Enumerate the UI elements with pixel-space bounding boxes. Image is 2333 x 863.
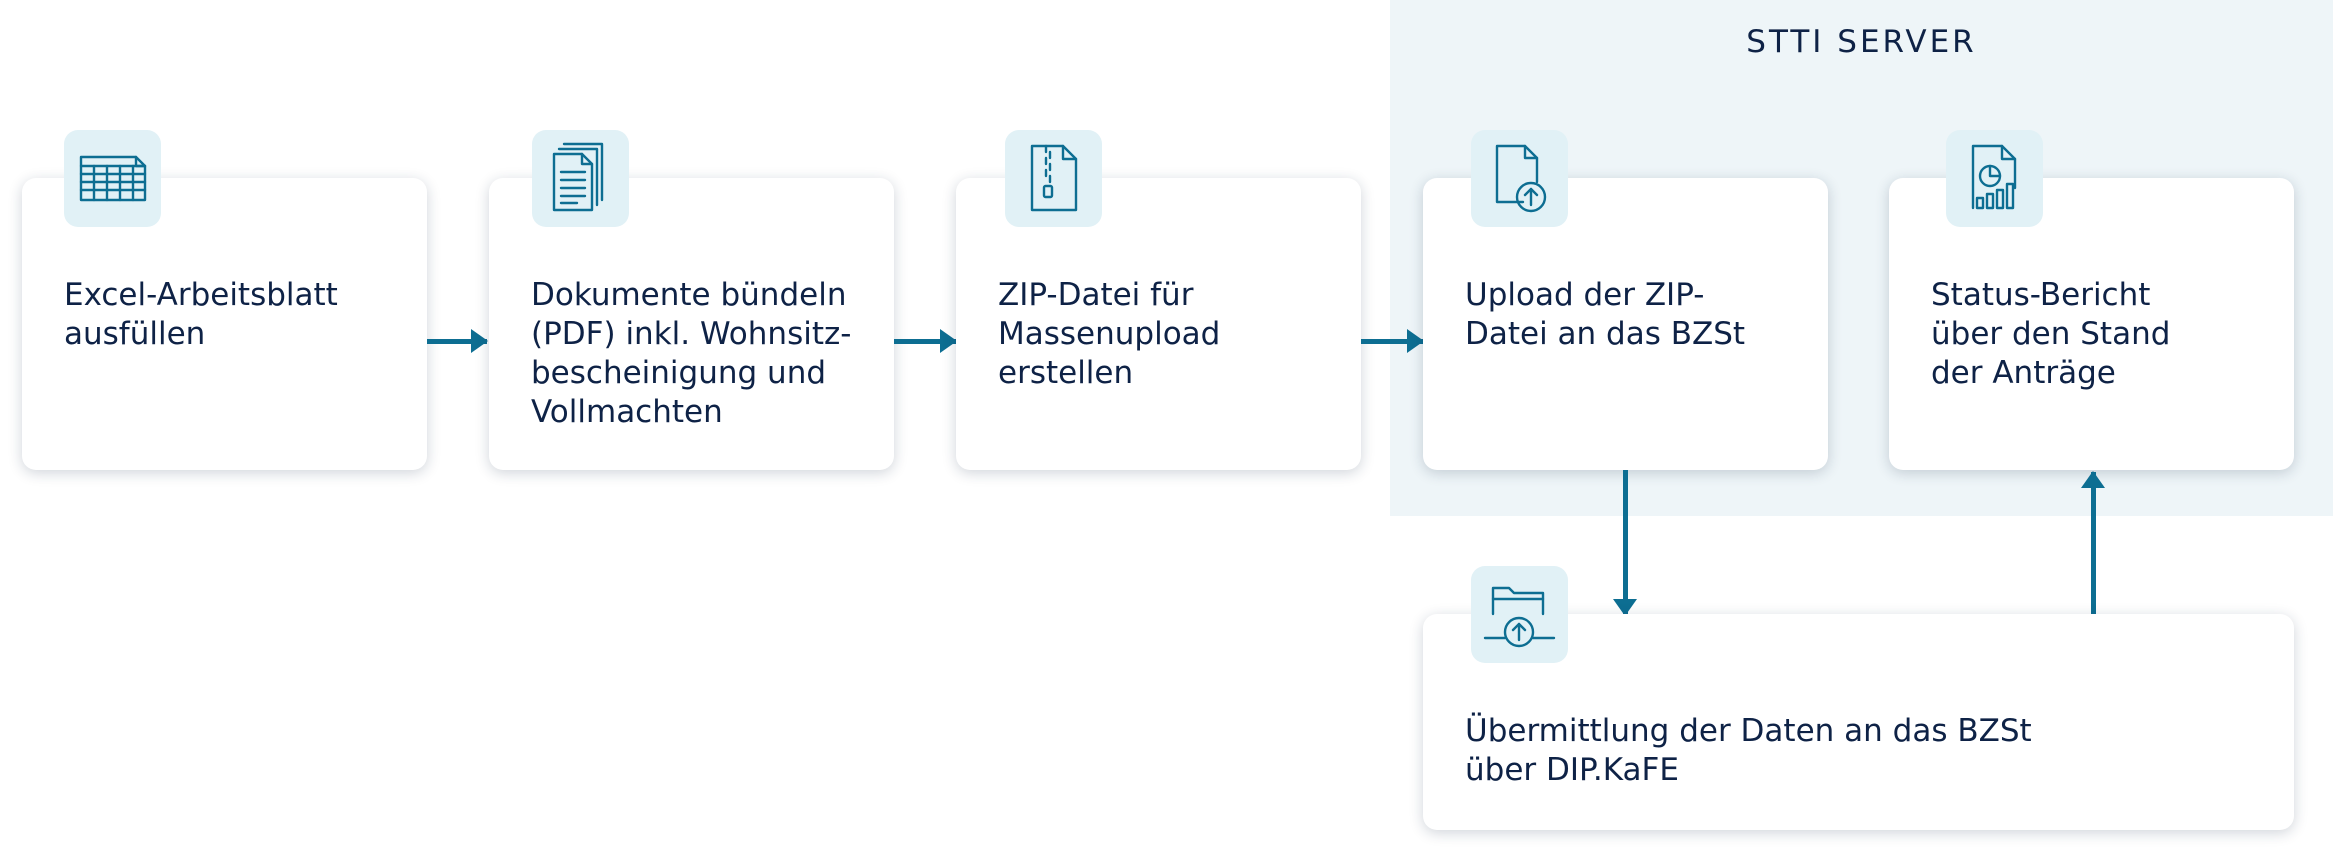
step-card-zip: ZIP-Datei für Massenupload erstellen [956, 178, 1361, 470]
arrow-step1-to-step2 [427, 329, 488, 353]
zip-file-icon [1005, 130, 1102, 227]
arrow-step3-to-step4 [1361, 329, 1424, 353]
documents-stack-icon [532, 130, 629, 227]
file-upload-icon [1471, 130, 1568, 227]
arrow-transmission-to-report [2081, 471, 2105, 615]
step-label: Excel-Arbeitsblatt ausfüllen [64, 277, 338, 352]
step-label: ZIP-Datei für Massenupload erstellen [998, 277, 1221, 391]
step-label: Status-Bericht über den Stand der Anträg… [1931, 277, 2171, 391]
spreadsheet-icon [64, 130, 161, 227]
step-label: Upload der ZIP- Datei an das BZSt [1465, 277, 1746, 352]
step-label: Übermittlung der Daten an das BZSt über … [1465, 713, 2032, 788]
report-chart-icon [1946, 130, 2043, 227]
step-label: Dokumente bündeln (PDF) inkl. Wohnsitz- … [531, 277, 852, 430]
step-card-transmission: Übermittlung der Daten an das BZSt über … [1423, 614, 2294, 830]
arrow-step2-to-step3 [894, 329, 957, 353]
folder-upload-icon [1471, 566, 1568, 663]
server-zone-title: STTI SERVER [1746, 24, 1977, 60]
arrow-upload-to-transmission [1613, 470, 1637, 616]
